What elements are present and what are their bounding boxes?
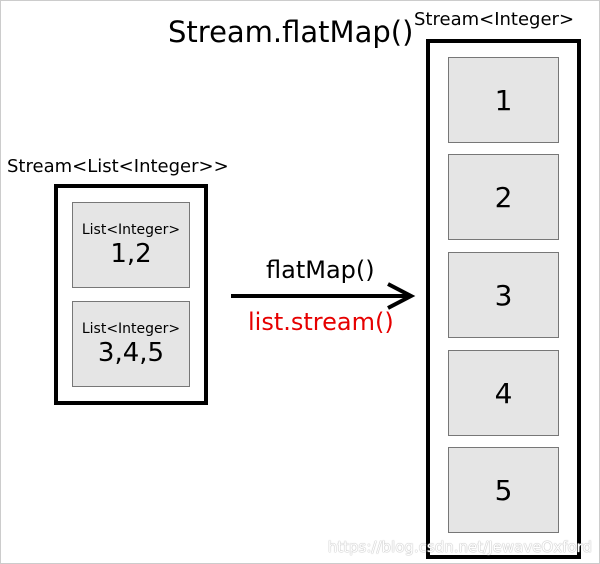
stream-element-3: 3 (448, 252, 559, 338)
list-item-type: List<Integer> (81, 321, 181, 337)
stream-element-value: 5 (494, 473, 513, 507)
list-item-values: 3,4,5 (97, 338, 165, 368)
stream-element-value: 3 (494, 278, 513, 312)
left-stream-box: List<Integer> 1,2 List<Integer> 3,4,5 (54, 184, 208, 405)
operation-name: flatMap() (266, 256, 375, 284)
stream-element-value: 2 (494, 180, 513, 214)
stream-element-1: 1 (448, 57, 559, 143)
list-item-values: 1,2 (110, 239, 152, 269)
stream-element-value: 4 (494, 376, 513, 410)
stream-element-value: 1 (494, 83, 513, 117)
list-item-1: List<Integer> 1,2 (72, 202, 190, 288)
diagram-title: Stream.flatMap() (168, 15, 414, 49)
right-stream-box: 1 2 3 4 5 (426, 39, 581, 559)
right-stream-label: Stream<Integer> (414, 9, 575, 30)
operation-detail: list.stream() (248, 308, 394, 336)
arrow-right-icon (231, 282, 416, 310)
list-item-2: List<Integer> 3,4,5 (72, 301, 190, 387)
stream-element-5: 5 (448, 447, 559, 533)
stream-element-4: 4 (448, 350, 559, 436)
list-item-type: List<Integer> (81, 222, 181, 238)
watermark-text: https://blog.csdn.net/JewaveOxford (327, 538, 592, 556)
stream-element-2: 2 (448, 154, 559, 240)
left-stream-label: Stream<List<Integer>> (7, 156, 229, 177)
